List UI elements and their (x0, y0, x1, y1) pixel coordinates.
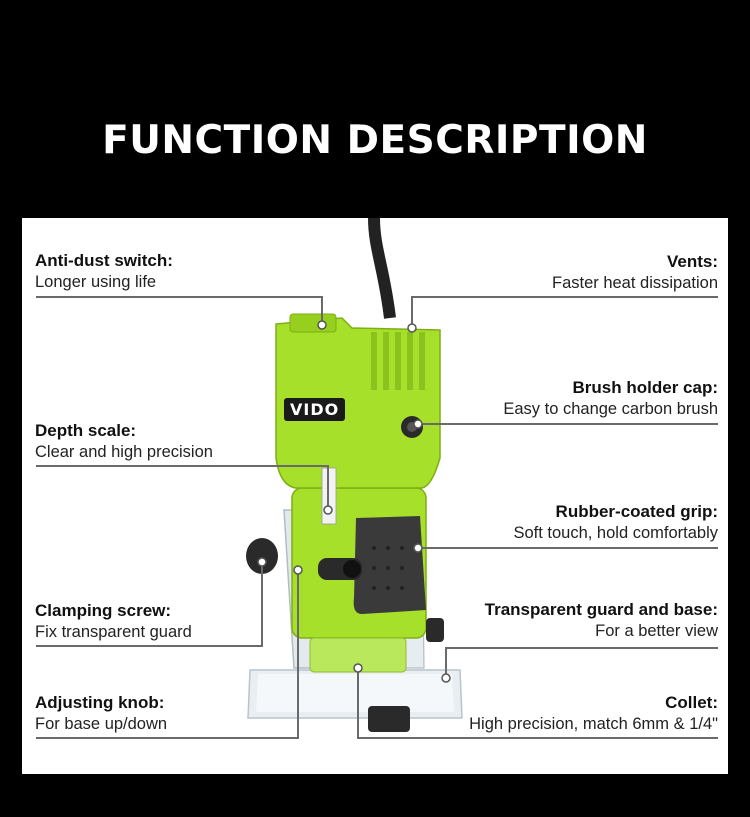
anti-dust-desc: Longer using life (35, 273, 157, 291)
rubber-grip-desc: Soft touch, hold comfortably (513, 524, 718, 542)
collet-heading: Collet: (665, 693, 718, 712)
vents-desc: Faster heat dissipation (551, 274, 718, 292)
adjusting-knob-label: Adjusting knob: For base up/down (35, 692, 167, 735)
collet-desc: High precision, match 6mm & 1/4" (469, 715, 718, 733)
clamping-screw-desc: Fix transparent guard (35, 623, 192, 641)
anti-dust-heading: Anti-dust switch: (35, 251, 173, 270)
router-illustration (36, 218, 718, 739)
anti-dust-switch (289, 313, 337, 333)
collet (368, 706, 410, 732)
vents (371, 332, 425, 390)
depth-scale-heading: Depth scale: (35, 421, 137, 440)
power-cord (368, 218, 396, 319)
transparent-guard-label: Transparent guard and base: For a better… (485, 599, 718, 642)
brush-holder-heading: Brush holder cap: (572, 378, 718, 397)
leader-dots (257, 320, 451, 683)
anti-dust-label: Anti-dust switch: Longer using life (35, 250, 173, 293)
transparent-guard-desc: For a better view (595, 622, 718, 640)
collet-label: Collet: High precision, match 6mm & 1/4" (469, 692, 718, 735)
brush-holder-desc: Easy to change carbon brush (503, 400, 718, 418)
depth-scale-label: Depth scale: Clear and high precision (35, 420, 213, 463)
brand-logo: VIDO (284, 398, 346, 421)
product-panel: VIDO Anti-dust switch: Longer using life… (22, 218, 728, 774)
depth-scale-desc: Clear and high precision (35, 443, 213, 461)
vents-label: Vents: Faster heat dissipation (552, 251, 718, 294)
rubber-grip (353, 516, 426, 614)
page-title: FUNCTION DESCRIPTION (102, 118, 648, 163)
adjusting-knob-desc: For base up/down (35, 715, 168, 733)
clamping-screw-label: Clamping screw: Fix transparent guard (35, 600, 192, 643)
transparent-guard-heading: Transparent guard and base: (484, 600, 718, 619)
rubber-grip-heading: Rubber-coated grip: (555, 502, 718, 521)
adjusting-knob-heading: Adjusting knob: (35, 693, 165, 712)
clamping-screw (246, 538, 278, 574)
rubber-grip-label: Rubber-coated grip: Soft touch, hold com… (513, 501, 718, 544)
leader-lines (36, 296, 718, 739)
clamping-screw-heading: Clamping screw: (35, 601, 172, 620)
brush-holder-label: Brush holder cap: Easy to change carbon … (503, 377, 718, 420)
vents-heading: Vents: (666, 252, 718, 271)
